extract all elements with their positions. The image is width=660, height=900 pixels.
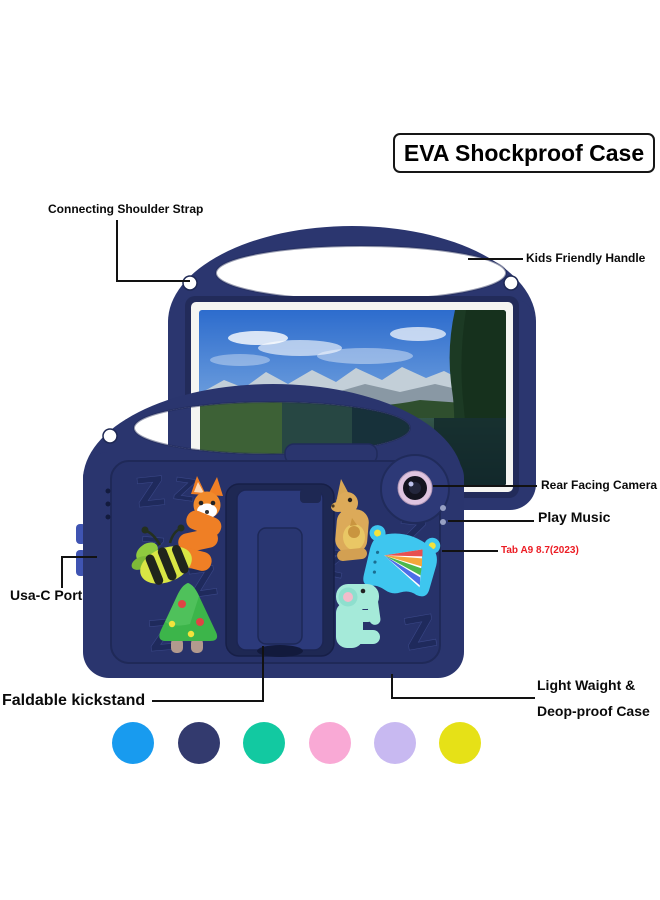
strap-hole-left xyxy=(182,275,198,291)
strap-hole-right xyxy=(503,275,519,291)
handle-cutout xyxy=(216,246,506,300)
kickstand-leg xyxy=(257,527,303,645)
callout-line-usb-h xyxy=(61,556,97,558)
rear-camera xyxy=(380,454,450,524)
bee-charm xyxy=(131,524,192,585)
callout-line-play-music xyxy=(448,520,534,522)
title-box: EVA Shockproof Case xyxy=(393,133,655,173)
callout-play-music: Play Music xyxy=(538,509,611,525)
callout-durability: Light Waight & Deop-proof Case xyxy=(537,672,650,724)
callout-line-strap-h xyxy=(116,280,190,282)
callout-durability-line2: Deop-proof Case xyxy=(537,703,650,719)
callout-line-usb-v xyxy=(61,556,63,588)
color-swatch-lavender xyxy=(374,722,416,764)
strap-hole xyxy=(102,428,118,444)
color-swatch-blue xyxy=(112,722,154,764)
kickstand xyxy=(225,483,335,657)
z-glyph: Z xyxy=(134,469,168,518)
callout-line-kickstand-h xyxy=(152,700,264,702)
callout-camera: Rear Facing Camera xyxy=(541,478,658,492)
callout-kickstand: Faldable kickstand xyxy=(2,692,146,709)
callout-durability-line1: Light Waight & xyxy=(537,677,636,693)
badger-charm xyxy=(363,525,441,597)
callout-handle: Kids Friendly Handle xyxy=(526,251,646,265)
callout-line-durability-v xyxy=(391,674,393,699)
callout-line-durability-h xyxy=(391,697,535,699)
callout-model: Tab A9 8.7(2023) xyxy=(501,545,579,556)
color-swatch-teal xyxy=(243,722,285,764)
callout-usb-port: Usa-C Port xyxy=(10,587,83,603)
tree-charm xyxy=(159,583,218,653)
case-back-view: Z Z Z Z Z Z Z Z Z Z xyxy=(76,384,464,678)
kickstand-notch xyxy=(257,645,303,657)
callout-line-handle xyxy=(468,258,523,260)
page-title: EVA Shockproof Case xyxy=(403,139,645,166)
callout-shoulder-strap: Connecting Shoulder Strap xyxy=(48,202,204,216)
mic-holes xyxy=(440,505,446,525)
kangaroo-charm xyxy=(331,479,369,561)
callout-line-model xyxy=(442,550,498,552)
elephant-charm xyxy=(336,584,381,648)
callout-line-camera xyxy=(433,485,537,487)
color-swatch-yellow xyxy=(439,722,481,764)
color-swatch-pink xyxy=(309,722,351,764)
callout-line-kickstand-v xyxy=(262,646,264,702)
callout-line-strap-v xyxy=(116,220,118,282)
speaker-holes xyxy=(105,488,111,520)
color-swatch-navy xyxy=(178,722,220,764)
